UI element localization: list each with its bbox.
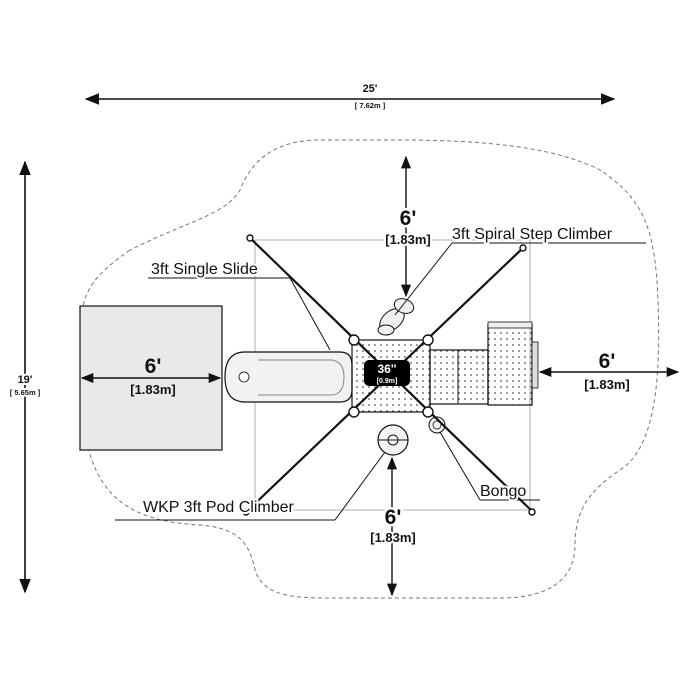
right-clearance-m: [1.83m] xyxy=(584,377,630,392)
overall-depth-ft: 19' xyxy=(18,374,33,386)
safety-zone-outline xyxy=(79,139,660,599)
left-clearance-ft: 6' xyxy=(145,355,162,378)
bottom-clearance-ft: 6' xyxy=(385,506,402,529)
overall-width-dimension: 25' [ 7.62m ] xyxy=(84,83,616,110)
top-clearance-ft: 6' xyxy=(400,207,417,230)
deck-height-in: 36'' xyxy=(377,362,396,376)
callout-single-slide: 3ft Single Slide xyxy=(151,261,258,278)
single-slide xyxy=(224,351,353,403)
overall-depth-m: [ 5.65m ] xyxy=(10,388,41,397)
deck-height-m: [0.9m] xyxy=(377,378,398,385)
overall-depth-dimension: 19' [ 5.65m ] xyxy=(8,160,43,594)
spiral-step-climber xyxy=(377,298,415,336)
overall-width-ft: 25' xyxy=(363,83,378,95)
bottom-clearance-m: [1.83m] xyxy=(370,530,416,545)
callout-pod-climber: WKP 3ft Pod Climber xyxy=(143,499,295,516)
deck-height-badge xyxy=(364,360,410,386)
left-clearance-m: [1.83m] xyxy=(130,382,176,397)
bongo xyxy=(428,416,446,434)
callout-bongo: Bongo xyxy=(480,483,526,500)
pod-climber xyxy=(377,424,409,456)
right-clearance-ft: 6' xyxy=(599,350,616,373)
frame-posts xyxy=(242,234,536,516)
overall-width-m: [ 7.62m ] xyxy=(355,101,386,110)
callout-spiral-step-climber: 3ft Spiral Step Climber xyxy=(452,226,613,243)
callout-leaders xyxy=(115,242,646,521)
top-clearance-m: [1.83m] xyxy=(385,232,431,247)
